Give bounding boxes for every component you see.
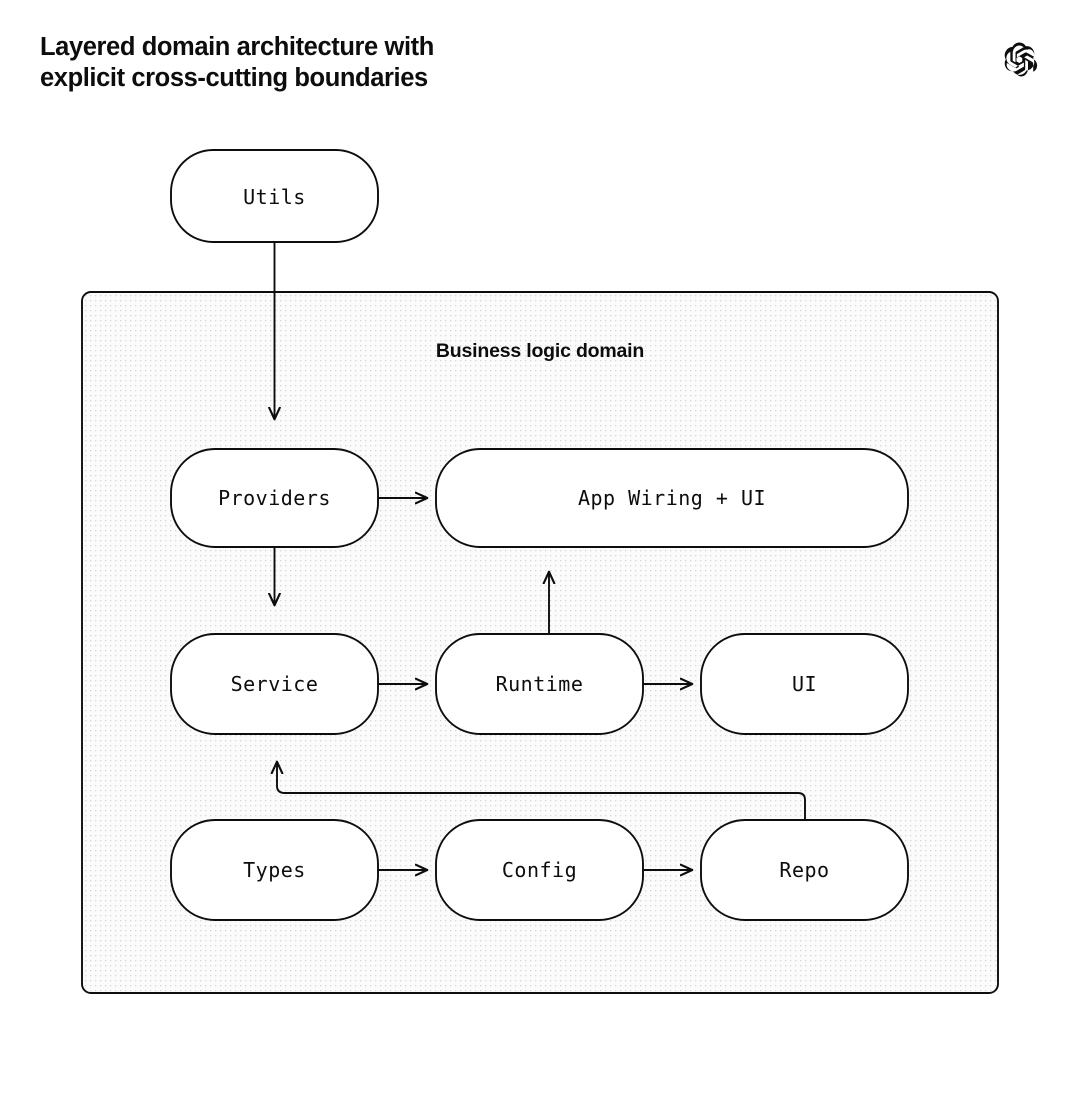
node-utils-label: Utils [243,185,306,209]
node-ui-shape[interactable] [700,633,909,735]
node-repo[interactable]: Repo [700,819,909,921]
openai-logo-icon [1004,42,1038,77]
node-providers-shape[interactable] [170,448,379,548]
edge-repo-to-service [277,762,806,820]
node-config-shape[interactable] [435,819,644,921]
node-types-label: Types [243,858,306,882]
node-config[interactable]: Config [435,819,644,921]
group-label: Business logic domain [436,340,644,362]
node-runtime[interactable]: Runtime [435,633,644,735]
node-utils-shape[interactable] [170,149,379,243]
node-types-shape[interactable] [170,819,379,921]
node-repo-label: Repo [779,858,829,882]
node-runtime-shape[interactable] [435,633,644,735]
node-app-wiring-ui[interactable]: App Wiring + UI [435,448,909,548]
node-providers-label: Providers [218,486,331,510]
node-utils[interactable]: Utils [170,149,379,243]
node-repo-shape[interactable] [700,819,909,921]
node-providers[interactable]: Providers [170,448,379,548]
node-app-wiring-ui-label: App Wiring + UI [578,486,766,510]
node-config-label: Config [502,858,577,882]
node-ui[interactable]: UI [700,633,909,735]
node-types[interactable]: Types [170,819,379,921]
node-service-shape[interactable] [170,633,379,735]
page-title: Layered domain architecture with explici… [40,33,434,92]
node-ui-label: UI [792,672,817,696]
node-service-label: Service [231,672,319,696]
edges-layer [275,242,806,870]
node-app-wiring-ui-shape[interactable] [435,448,909,548]
node-service[interactable]: Service [170,633,379,735]
node-runtime-label: Runtime [496,672,584,696]
